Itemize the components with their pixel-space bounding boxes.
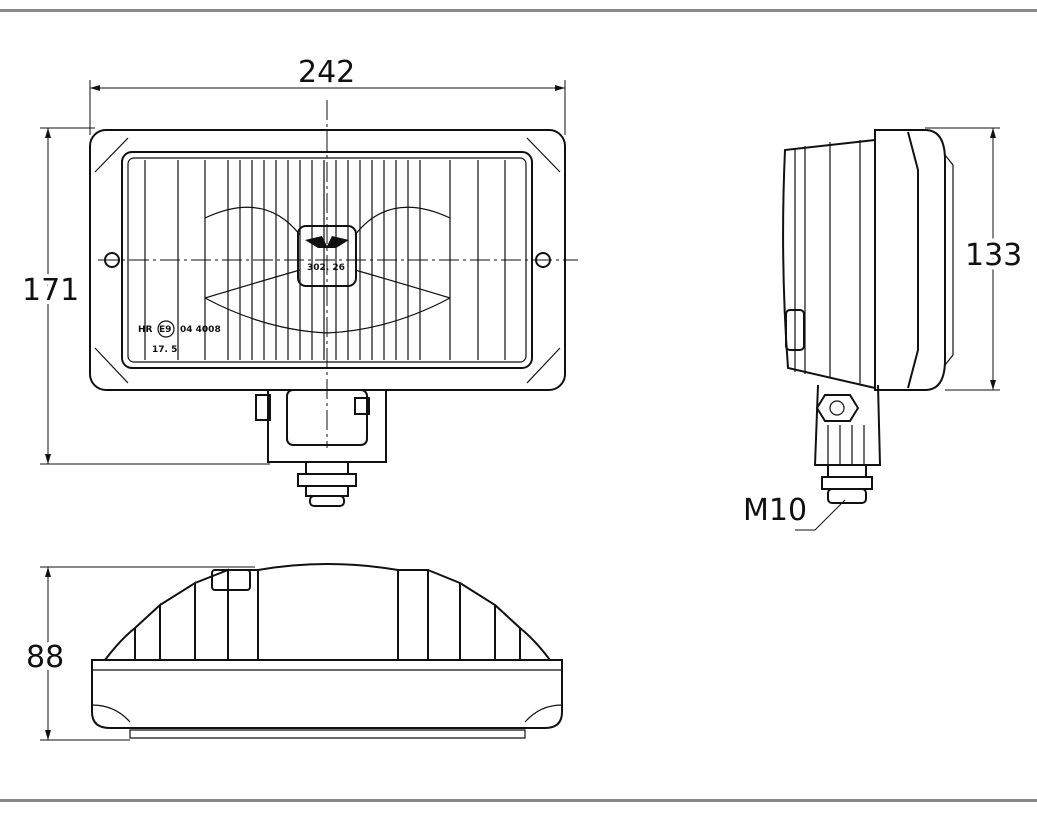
approval-prefix: HR <box>138 325 153 335</box>
depth-label: 88 <box>26 640 64 675</box>
front-height-label: 171 <box>22 273 79 308</box>
wing-logo-icon <box>305 236 349 248</box>
width-dimension: 242 <box>89 55 566 135</box>
approval-number: 04 4008 <box>180 325 221 335</box>
side-view <box>782 129 954 504</box>
approval-mark: E9 <box>159 325 171 335</box>
mount-bracket <box>255 389 387 507</box>
depth-dimension: 88 <box>22 566 255 741</box>
front-height-dimension: 171 <box>18 127 270 465</box>
lens-marking: HR E9 04 4008 17. 5 <box>138 320 221 355</box>
side-height-dimension: 133 <box>925 127 1026 391</box>
thread-callout: M10 <box>743 493 846 531</box>
nut-icon <box>815 394 860 422</box>
bottom-view <box>91 563 563 739</box>
front-view: 302. 26 HR E9 04 4008 17. 5 <box>89 100 578 507</box>
top-rule <box>0 9 1037 12</box>
width-label: 242 <box>298 55 355 90</box>
side-height-label: 133 <box>965 238 1022 273</box>
badge-number: 302. 26 <box>307 263 345 273</box>
reference: 17. 5 <box>152 345 177 355</box>
thread-label: M10 <box>743 493 807 528</box>
bottom-rule <box>0 799 1037 802</box>
